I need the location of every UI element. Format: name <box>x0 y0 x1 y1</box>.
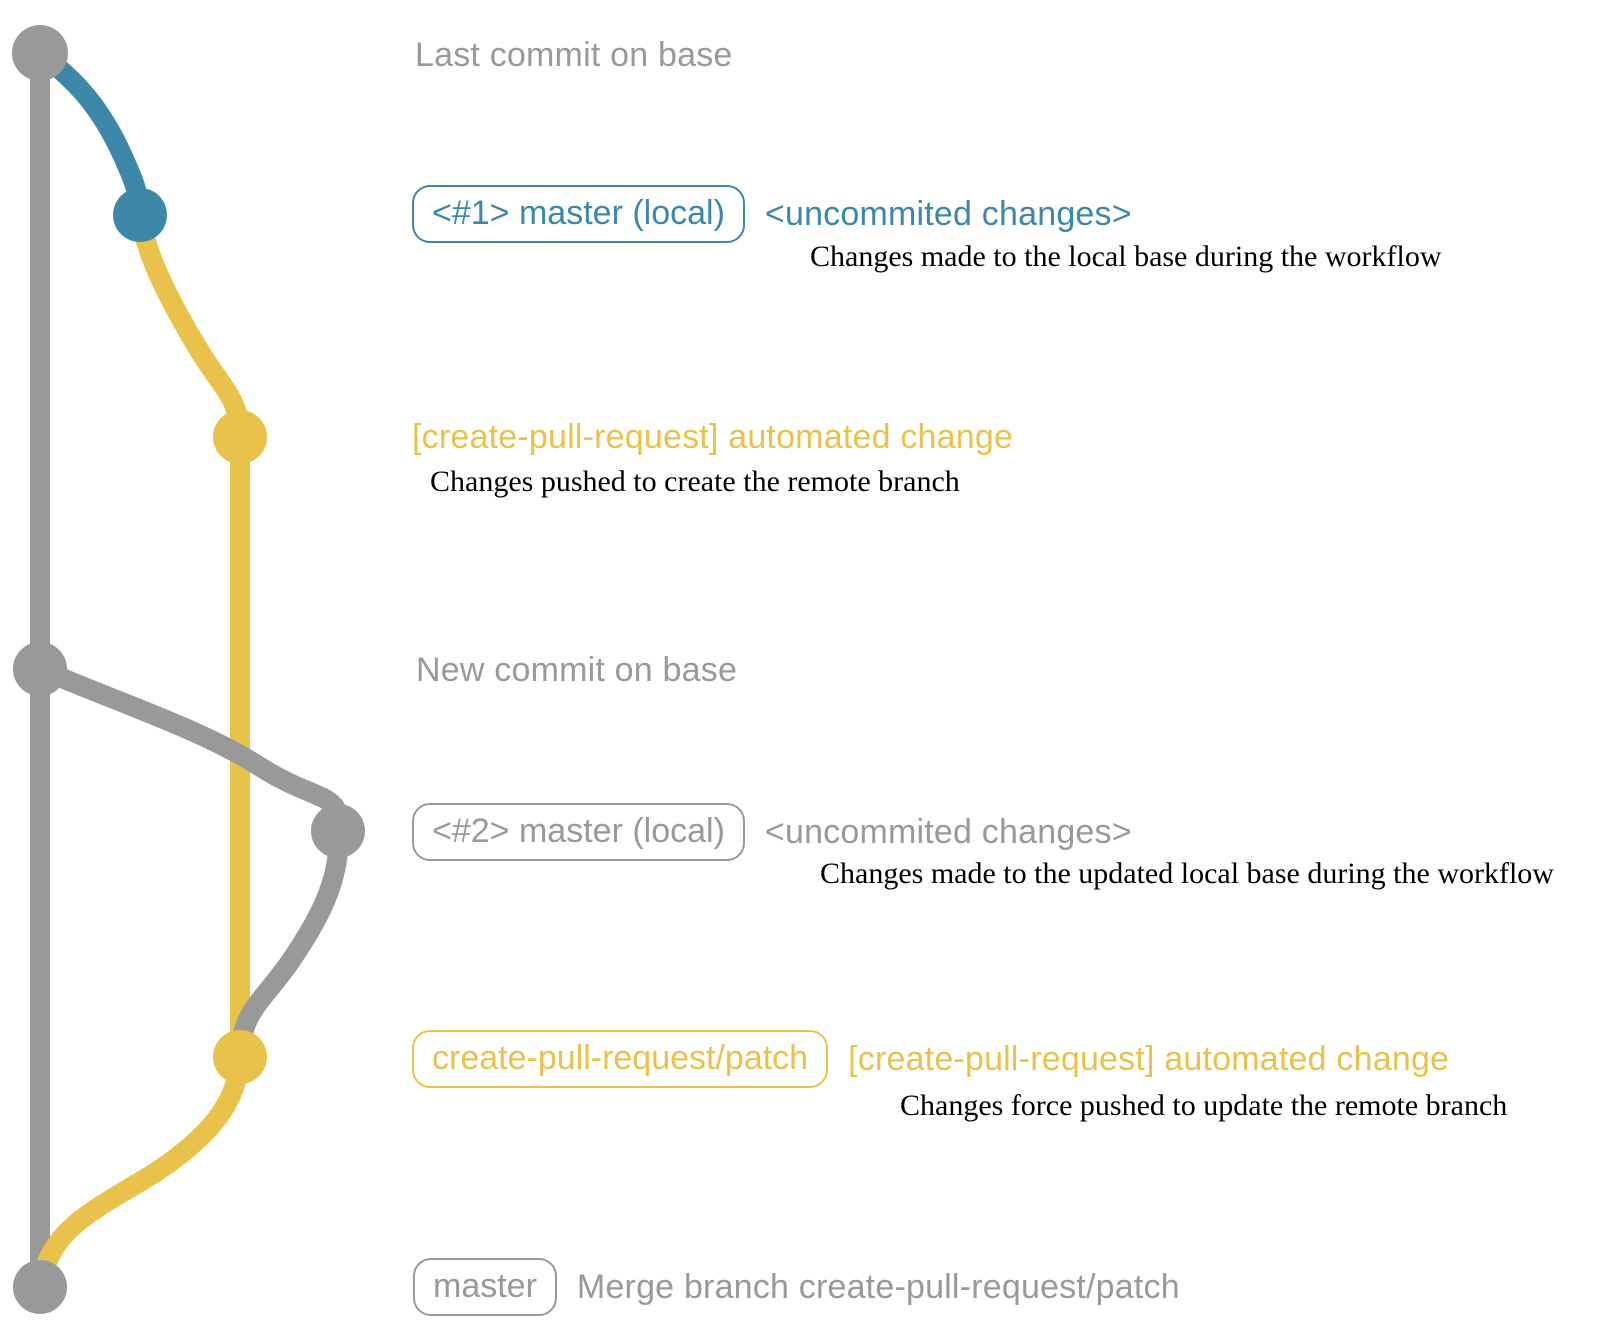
badge-master-local-2: <#2> master (local) <box>412 803 745 861</box>
branch-graph <box>12 25 365 1314</box>
note-uncommitted-2: <uncommited changes> <box>764 813 1132 851</box>
desc-push-1: Changes pushed to create the remote bran… <box>430 465 960 498</box>
row-workflow-1: <#1> master (local) <uncommited changes> <box>412 185 1132 243</box>
desc-push-2: Changes force pushed to update the remot… <box>900 1089 1508 1122</box>
desc-workflow-1: Changes made to the local base during th… <box>810 240 1442 273</box>
row-merge: master Merge branch create-pull-request/… <box>413 1258 1180 1316</box>
commit-dot-patch-2 <box>213 1030 267 1084</box>
note-merge: Merge branch create-pull-request/patch <box>576 1268 1180 1306</box>
commit-dot-new-base <box>13 642 67 696</box>
base-update-curve <box>30 659 349 841</box>
local-branch-curve <box>30 43 150 225</box>
commit-dot-last-base <box>12 25 68 81</box>
row-last-commit: Last commit on base <box>415 38 733 72</box>
row-new-commit: New commit on base <box>416 653 737 687</box>
note-uncommitted-1: <uncommited changes> <box>764 195 1132 233</box>
desc-workflow-2: Changes made to the updated local base d… <box>820 857 1554 890</box>
badge-patch-branch: create-pull-request/patch <box>412 1030 829 1088</box>
badge-master-local-1: <#1> master (local) <box>412 185 745 243</box>
row-push-2: create-pull-request/patch [create-pull-r… <box>412 1030 1449 1088</box>
note-automated-change-2: [create-pull-request] automated change <box>848 1040 1450 1078</box>
commit-dot-patch-1 <box>213 410 267 464</box>
patch-merge-curve <box>30 1047 250 1297</box>
badge-master: master <box>413 1258 557 1316</box>
patch-branch-curve-top <box>130 205 250 447</box>
row-workflow-2: <#2> master (local) <uncommited changes> <box>412 803 1132 861</box>
commit-dot-local-1 <box>113 188 167 242</box>
new-commit-label: New commit on base <box>416 651 738 689</box>
commit-dot-local-2 <box>311 804 365 858</box>
row-push-1: [create-pull-request] automated change <box>412 420 1013 454</box>
label-automated-change-1: [create-pull-request] automated change <box>412 418 1014 456</box>
base-to-patch-curve <box>230 821 349 1067</box>
commit-dot-merge <box>13 1260 67 1314</box>
last-commit-label: Last commit on base <box>415 36 733 74</box>
